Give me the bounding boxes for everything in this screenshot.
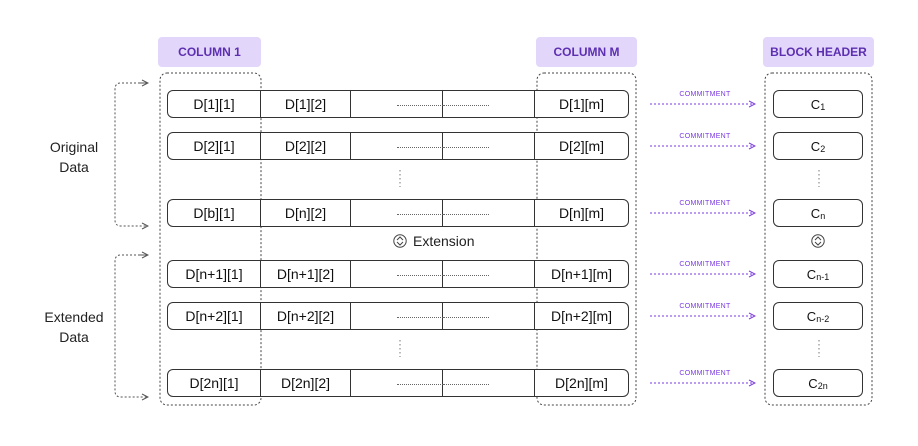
commitment-symbol: C <box>810 138 821 154</box>
row-cell-first: D[1][1] <box>168 91 261 117</box>
extension-text: Extension <box>413 233 475 249</box>
expand-vertical-icon <box>393 234 407 248</box>
row-cell-first: D[b][1] <box>168 200 261 226</box>
commitment-symbol: C <box>806 308 817 324</box>
row-cell-last: D[2n][m] <box>555 375 608 391</box>
commitment-subscript: 2n <box>817 381 828 391</box>
row-cell-ellipsis <box>351 133 443 159</box>
row-cell-last: D[1][m] <box>558 96 605 112</box>
row-cell-ellipsis <box>443 370 535 396</box>
row-cell-ellipsis <box>351 303 443 329</box>
commitment-symbol: C <box>810 96 821 112</box>
row-cell-last: D[n+1][m] <box>550 266 613 282</box>
row-cell-second: D[2n][2] <box>261 370 351 396</box>
row-cell-first: D[n+2][1] <box>168 303 261 329</box>
original-data-label: Original Data <box>36 137 112 177</box>
row-cell-ellipsis <box>351 91 443 117</box>
row-cell-ellipsis <box>443 133 535 159</box>
commitment-subscript: n-2 <box>816 314 830 324</box>
data-row: D[b][1] D[n][2] D[n][m] <box>167 199 629 227</box>
commitment-arrows <box>650 104 755 383</box>
data-row: D[n+1][1] D[n+1][2] D[n+1][m] <box>167 260 629 288</box>
commitment-subscript: n-1 <box>816 272 830 282</box>
extended-data-label-line1: Extended <box>44 309 104 325</box>
row-cell-first: D[2n][1] <box>168 370 261 396</box>
data-row: D[2n][1] D[2n][2] D[2n][m] <box>167 369 629 397</box>
extended-data-brace <box>114 254 148 397</box>
block-header-extension-icon <box>810 233 826 254</box>
commitment-subscript: 1 <box>820 102 826 112</box>
original-data-label-line1: Original <box>49 139 99 155</box>
block-header-header: BLOCK HEADER <box>763 37 874 67</box>
commitment-label: COMMITMENT <box>679 370 731 377</box>
commitment-label: COMMITMENT <box>679 200 731 207</box>
data-row: D[1][1] D[1][2] D[1][m] <box>167 90 629 118</box>
column-m-header: COLUMN M <box>536 37 637 67</box>
commitment-label: COMMITMENT <box>679 261 731 268</box>
data-row: D[2][1] D[2][2] D[2][m] <box>167 132 629 160</box>
column-1-frame <box>159 72 262 406</box>
row-cell-second: D[n+1][2] <box>261 261 351 287</box>
commitment-subscript: 2 <box>820 144 826 154</box>
extended-data-label-line2: Data <box>59 329 89 345</box>
commitment-symbol: C <box>810 205 821 221</box>
extended-data-label: Extended Data <box>34 307 114 347</box>
commitment-subscript: n <box>820 211 826 221</box>
row-cell-second: D[n+2][2] <box>261 303 351 329</box>
commitment-label: COMMITMENT <box>679 91 731 98</box>
row-cell-second: D[2][2] <box>261 133 351 159</box>
commitment-label: COMMITMENT <box>679 303 731 310</box>
column-m-frame <box>536 72 637 406</box>
row-cell-ellipsis <box>443 200 535 226</box>
row-cell-first: D[n+1][1] <box>168 261 261 287</box>
commitment-symbol: C <box>806 266 817 282</box>
row-cell-second: D[n][2] <box>261 200 351 226</box>
row-cell-last: D[n][m] <box>558 205 605 221</box>
expand-vertical-icon <box>811 234 825 248</box>
commitment-label: COMMITMENT <box>679 133 731 140</box>
row-cell-ellipsis <box>443 261 535 287</box>
row-cell-ellipsis <box>351 200 443 226</box>
row-cell-last: D[n+2][m] <box>550 308 613 324</box>
row-cell-ellipsis <box>443 91 535 117</box>
row-cell-ellipsis <box>351 370 443 396</box>
original-data-brace <box>114 82 148 226</box>
row-cell-last: D[2][m] <box>558 138 605 154</box>
data-row: D[n+2][1] D[n+2][2] D[n+2][m] <box>167 302 629 330</box>
original-data-label-line2: Data <box>59 159 89 175</box>
row-cell-first: D[2][1] <box>168 133 261 159</box>
extension-label: Extension <box>393 233 474 249</box>
row-cell-ellipsis <box>443 303 535 329</box>
row-cell-ellipsis <box>351 261 443 287</box>
commitment-symbol: C <box>808 375 818 391</box>
column-1-header: COLUMN 1 <box>158 37 261 67</box>
row-cell-second: D[1][2] <box>261 91 351 117</box>
